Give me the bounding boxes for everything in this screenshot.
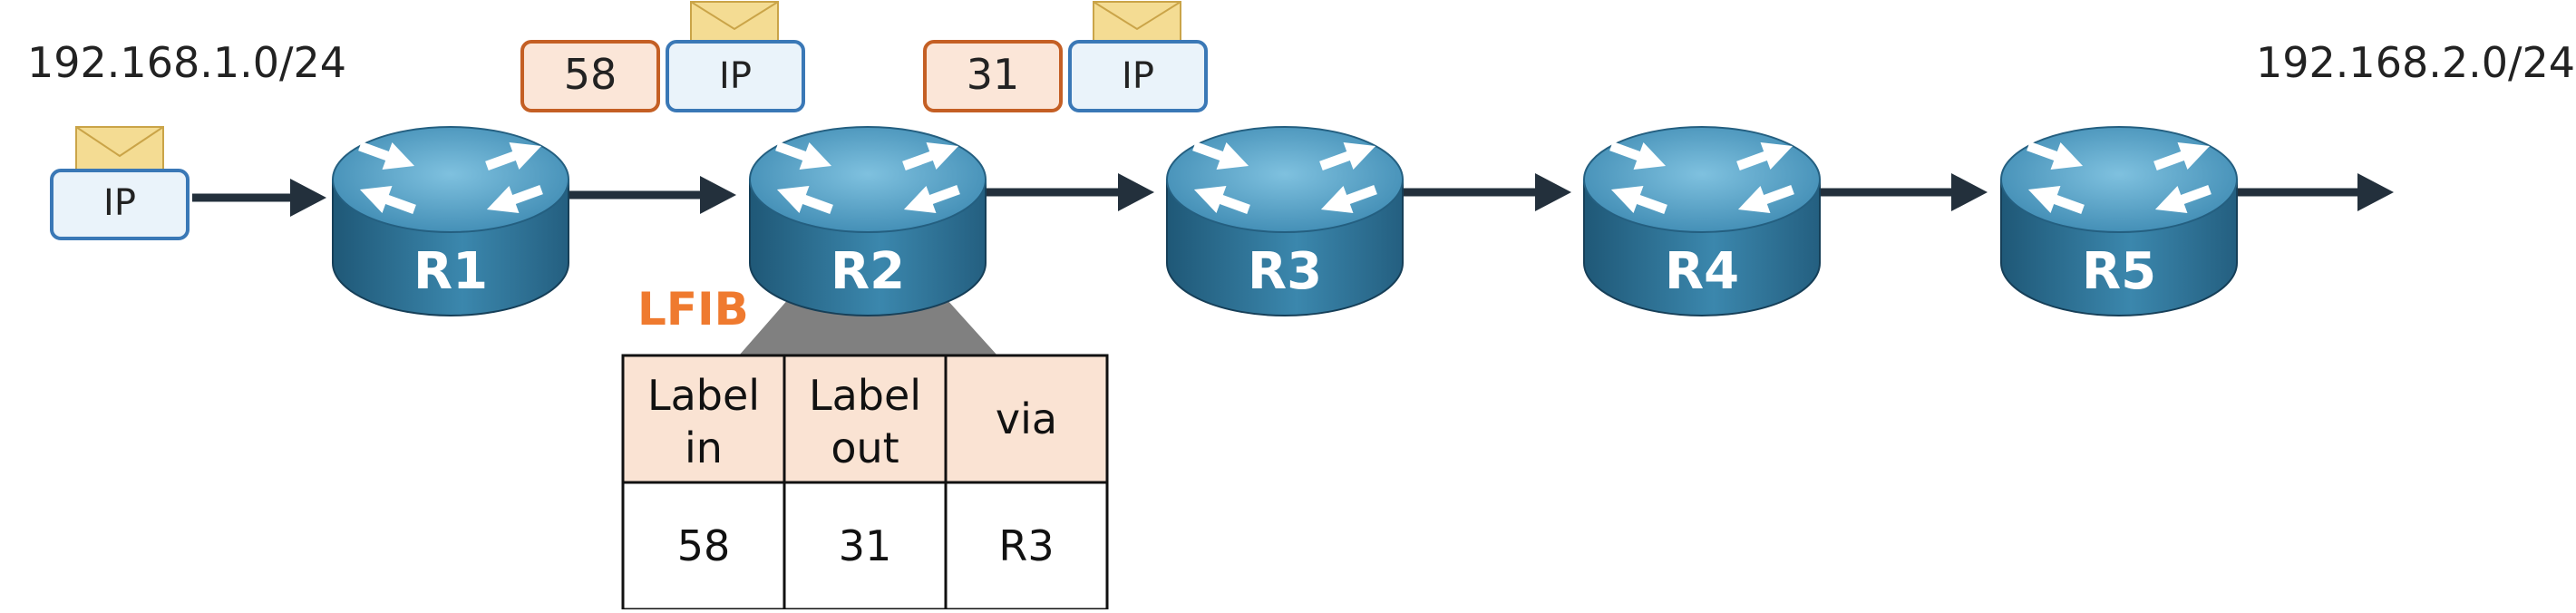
hop2-label-box — [923, 40, 1063, 112]
hop2-envelope-icon — [1093, 1, 1181, 46]
lfib-header-text: out — [831, 423, 899, 472]
lfib-cell-text: 58 — [677, 521, 731, 570]
router-icon — [332, 126, 569, 316]
hop1-envelope-icon — [690, 1, 779, 46]
lfib-header-text: Label — [809, 371, 921, 420]
router-r4: R4 — [1583, 126, 1821, 316]
router-r3: R3 — [1166, 126, 1404, 316]
lfib-header-cell: via — [944, 354, 1109, 484]
lfib-header-text: Label — [647, 371, 760, 420]
lfib-title: LFIB — [637, 283, 749, 336]
router-label: R5 — [2082, 242, 2156, 301]
link-arrow — [1400, 173, 1571, 211]
network-right-label: 192.168.2.0/24 — [2256, 38, 2575, 87]
lfib-header-text: in — [685, 423, 723, 472]
hop1-packet: 58 IP — [520, 1, 805, 112]
lfib-cell — [783, 481, 948, 611]
router-label: R1 — [413, 242, 488, 301]
ingress-packet: IP — [50, 126, 190, 240]
lfib-row: 58 31 R3 — [621, 481, 1109, 611]
link-arrow — [568, 176, 736, 214]
link-arrow — [192, 179, 326, 217]
network-left-label: 192.168.1.0/24 — [27, 38, 346, 87]
lfib-cell — [621, 481, 786, 611]
hop2-label-text: 31 — [967, 50, 1020, 99]
router-icon — [749, 126, 987, 316]
hop1-label-box — [520, 40, 660, 112]
router-r2: R2 — [749, 126, 987, 316]
link-arrow — [984, 173, 1154, 211]
router-r5: R5 — [2000, 126, 2238, 316]
lfib-cell-text: R3 — [998, 521, 1054, 570]
router-label: R4 — [1665, 242, 1739, 301]
router-label: R2 — [831, 242, 905, 301]
hop1-label-text: 58 — [564, 50, 617, 99]
router-icon — [1166, 126, 1404, 316]
routers: R1 R2 R3 R4 R5 — [332, 126, 2238, 316]
link-arrow — [1817, 173, 1988, 211]
hop2-ip-box — [1068, 40, 1208, 112]
lfib-cell — [944, 481, 1109, 611]
hop2-packet: 31 IP — [923, 1, 1208, 112]
link-arrow — [2236, 173, 2394, 211]
router-icon — [1583, 126, 1821, 316]
lfib-cell-text: 31 — [839, 521, 892, 570]
hop2-ip-text: IP — [1122, 55, 1154, 97]
ingress-envelope-icon — [75, 126, 164, 175]
ingress-ip-text: IP — [103, 182, 136, 224]
hop1-ip-text: IP — [719, 55, 752, 97]
ingress-ip-box — [50, 169, 190, 240]
router-icon — [2000, 126, 2238, 316]
lfib-header-text: via — [996, 394, 1057, 443]
router-r1: R1 — [332, 126, 569, 316]
link-arrows — [192, 173, 2394, 217]
router-label: R3 — [1248, 242, 1322, 301]
hop1-ip-box — [666, 40, 805, 112]
